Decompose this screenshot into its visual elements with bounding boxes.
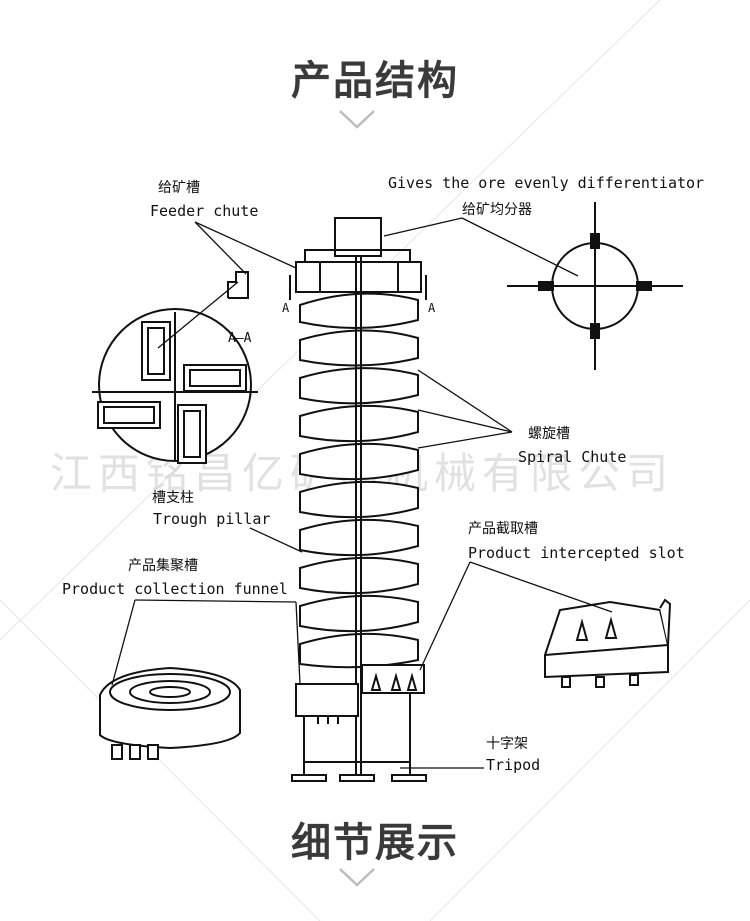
label-distributor-en: Gives the ore evenly differentiator [388, 174, 704, 192]
spiral-column [289, 217, 427, 300]
spiral-turns [299, 292, 419, 669]
chevron-down-icon [339, 110, 375, 129]
leader-lines [111, 217, 613, 769]
tripod-frame [291, 693, 427, 782]
label-trough-pillar-en: Trough pillar [153, 510, 270, 528]
label-distributor-cn: 给矿均分器 [462, 202, 532, 218]
label-trough-pillar-cn: 槽支柱 [152, 490, 194, 506]
label-tripod-cn: 十字架 [486, 736, 528, 752]
feeder-chute-detail [227, 271, 249, 299]
section-aa-view [92, 308, 258, 464]
label-feeder-chute-cn: 给矿槽 [158, 180, 200, 196]
label-mark-a-left: A [282, 301, 290, 315]
intercept-slot-detail [544, 598, 672, 688]
label-section-aa: A—A [228, 331, 252, 346]
label-spiral-chute-en: Spiral Chute [518, 448, 626, 466]
section-title-details: 细节展示 [291, 820, 459, 866]
label-collection-funnel-en: Product collection funnel [62, 580, 288, 598]
distributor-view [507, 202, 683, 370]
funnel-detail [99, 666, 241, 760]
label-tripod-en: Tripod [486, 756, 540, 774]
bottom-slot [361, 664, 425, 694]
collection-box [295, 683, 359, 724]
label-mark-a-right: A [428, 301, 436, 315]
label-feeder-chute-en: Feeder chute [150, 202, 258, 220]
label-collection-funnel-cn: 产品集聚槽 [128, 557, 198, 574]
chevron-down-icon [339, 868, 375, 887]
label-intercept-slot-cn: 产品截取槽 [468, 521, 538, 537]
label-spiral-chute-cn: 螺旋槽 [528, 426, 570, 442]
page-title: 产品结构 [291, 58, 459, 104]
label-intercept-slot-en: Product intercepted slot [468, 544, 685, 562]
